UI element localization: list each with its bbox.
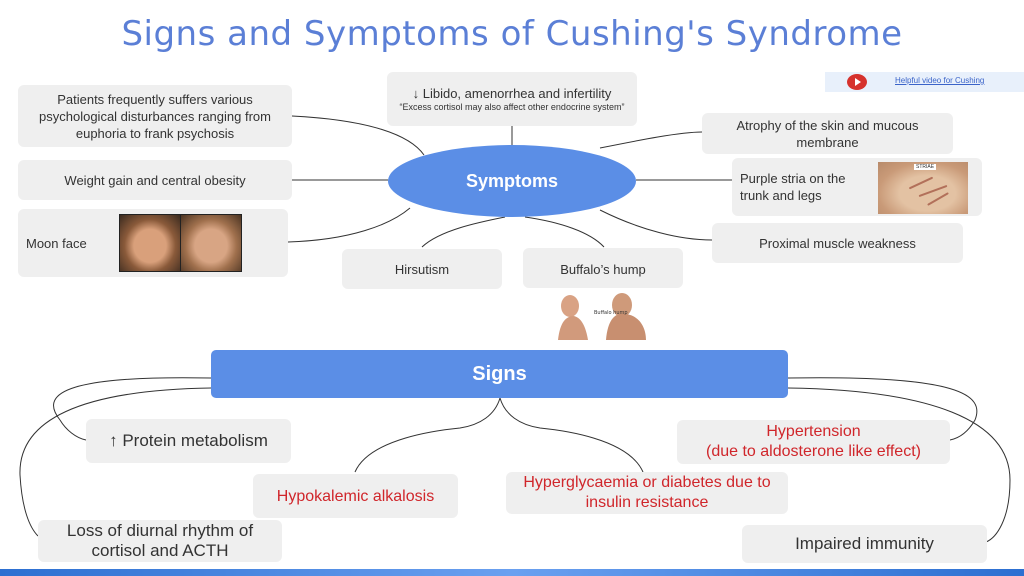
signs-node: Signs xyxy=(211,350,788,398)
hirsutism-box: Hirsutism xyxy=(342,249,502,289)
buffalo-hump-image: Buffalo hump xyxy=(550,288,652,344)
hyperglycaemia-box: Hyperglycaemia or diabetes due to insuli… xyxy=(506,472,788,514)
video-link-text[interactable]: Helpful video for Cushing xyxy=(895,76,985,85)
impaired-immunity-box: Impaired immunity xyxy=(742,525,987,563)
video-link[interactable]: Helpful video for Cushing xyxy=(825,72,1024,92)
page-title: Signs and Symptoms of Cushing's Syndrome xyxy=(121,14,903,54)
moon-face-photo-after xyxy=(180,214,242,272)
diurnal-rhythm-box: Loss of diurnal rhythm of cortisol and A… xyxy=(38,520,282,562)
striae-mark xyxy=(927,192,949,206)
hypertension-box: Hypertension (due to aldosterone like ef… xyxy=(677,420,950,464)
buffalo-hump-box: Buffalo’s hump xyxy=(523,248,683,288)
hypertension-text: Hypertension xyxy=(766,423,861,440)
proximal-weakness-box: Proximal muscle weakness xyxy=(712,223,963,263)
youtube-play-icon[interactable] xyxy=(847,74,867,90)
striae-mark xyxy=(908,176,934,190)
hypokalemic-box: Hypokalemic alkalosis xyxy=(253,474,458,518)
libido-box: ↓ Libido, amenorrhea and infertility “Ex… xyxy=(387,72,637,126)
moon-face-photo-before xyxy=(119,214,181,272)
psych-box: Patients frequently suffers various psyc… xyxy=(18,85,292,147)
striae-caption: STRIAE xyxy=(914,164,937,170)
purple-stria-label: Purple stria on the trunk and legs xyxy=(740,171,846,203)
protein-metabolism-box: ↑ Protein metabolism xyxy=(86,419,291,463)
bottom-bar xyxy=(0,569,1024,576)
libido-note: “Excess cortisol may also affect other e… xyxy=(399,101,625,112)
striae-photo: STRIAE xyxy=(878,162,968,214)
buffalo-hump-caption: Buffalo hump xyxy=(594,310,628,316)
libido-text: ↓ Libido, amenorrhea and infertility xyxy=(412,85,612,101)
hypertension-cause: (due to aldosterone like effect) xyxy=(706,443,921,460)
moon-face-label: Moon face xyxy=(26,235,87,251)
atrophy-box: Atrophy of the skin and mucous membrane xyxy=(702,113,953,154)
weight-box: Weight gain and central obesity xyxy=(18,160,292,200)
symptoms-node: Symptoms xyxy=(388,145,636,217)
